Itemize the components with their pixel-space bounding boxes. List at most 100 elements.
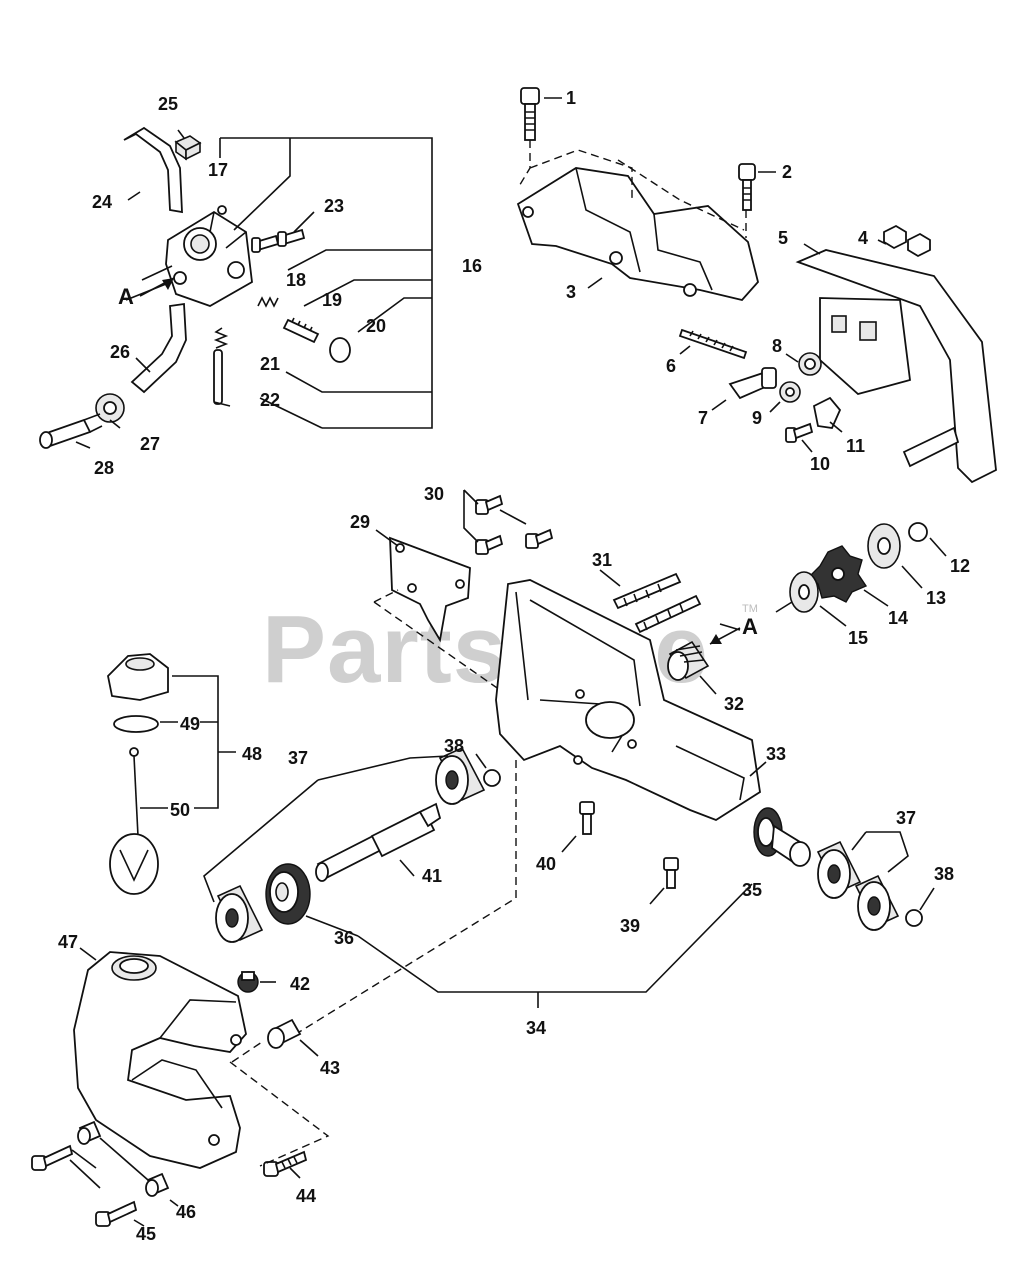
- clamp-and-guard-group: [516, 87, 997, 484]
- part-31-studs[interactable]: [612, 572, 702, 634]
- part-11-plate[interactable]: [812, 396, 842, 429]
- part-44-bolt[interactable]: [263, 1150, 308, 1177]
- part-37-bearing-right-a[interactable]: [816, 840, 862, 899]
- part-39-screw[interactable]: [663, 857, 679, 889]
- part-46-spacer-upper[interactable]: [77, 1120, 102, 1145]
- handle-group: [31, 951, 308, 1227]
- label-50: 50: [170, 800, 190, 820]
- part-19-adjust-screw[interactable]: [282, 317, 320, 344]
- part-45-bolt-lower[interactable]: [95, 1200, 138, 1227]
- label-30: 30: [424, 484, 444, 504]
- part-21-spring[interactable]: [213, 327, 229, 349]
- label-40: 40: [536, 854, 556, 874]
- part-18-spring[interactable]: [257, 296, 279, 308]
- part-number-labels: 1 2 3 4 5 6 7 8 9 10 11 12 13 14 15 16 1…: [58, 88, 970, 1244]
- label-39: 39: [620, 916, 640, 936]
- part-10-screw[interactable]: [785, 422, 814, 443]
- callout-a-right: A: [709, 614, 758, 645]
- part-33-gear-case[interactable]: [495, 579, 761, 822]
- part-35-gear-shaft[interactable]: [753, 807, 811, 867]
- label-20: 20: [366, 316, 386, 336]
- label-26: 26: [110, 342, 130, 362]
- label-34: 34: [526, 1018, 546, 1038]
- part-29-plate[interactable]: [389, 536, 471, 643]
- part-24-hose[interactable]: [123, 126, 183, 214]
- part-45-bolt-upper[interactable]: [31, 1144, 74, 1171]
- label-47: 47: [58, 932, 78, 952]
- watermark-trademark: TM: [742, 603, 758, 615]
- part-22-pin[interactable]: [213, 349, 231, 407]
- svg-text:A: A: [742, 614, 758, 639]
- part-26-oil-tube[interactable]: [130, 302, 187, 394]
- label-31: 31: [592, 550, 612, 570]
- part-38-snap-ring-left[interactable]: [483, 769, 501, 787]
- part-28-oil-filter[interactable]: [39, 413, 103, 449]
- label-44: 44: [296, 1186, 316, 1206]
- part-20-cap[interactable]: [329, 337, 351, 363]
- part-2-bolt[interactable]: [738, 163, 756, 211]
- label-7: 7: [698, 408, 708, 428]
- label-10: 10: [810, 454, 830, 474]
- oil-pump-leaders: [75, 129, 433, 449]
- part-5-guard[interactable]: [795, 249, 997, 484]
- part-40-screw[interactable]: [579, 801, 595, 835]
- label-5: 5: [778, 228, 788, 248]
- handle-leaders: [69, 947, 330, 1227]
- part-41-shaft[interactable]: [315, 802, 442, 882]
- label-11: 11: [846, 436, 865, 456]
- label-45: 45: [136, 1224, 156, 1244]
- part-49-o-ring[interactable]: [113, 715, 159, 733]
- part-25-block[interactable]: [174, 135, 202, 161]
- part-16-oil-pump[interactable]: [165, 210, 253, 307]
- label-48: 48: [242, 744, 262, 764]
- part-37-bearing-lower[interactable]: [215, 884, 264, 943]
- label-17: 17: [208, 160, 228, 180]
- part-14-sprocket[interactable]: [809, 545, 868, 603]
- label-27: 27: [140, 434, 160, 454]
- part-23-screws[interactable]: [251, 228, 306, 253]
- label-43: 43: [320, 1058, 340, 1078]
- label-9: 9: [752, 408, 762, 428]
- part-7-adjuster[interactable]: [728, 367, 777, 400]
- part-6-pin[interactable]: [678, 328, 748, 360]
- label-28: 28: [94, 458, 114, 478]
- label-6: 6: [666, 356, 676, 376]
- label-22: 22: [260, 390, 280, 410]
- label-23: 23: [324, 196, 344, 216]
- part-12-snap-ring[interactable]: [908, 522, 928, 542]
- part-38-snap-ring-right[interactable]: [905, 909, 923, 927]
- label-16: 16: [462, 256, 482, 276]
- label-8: 8: [772, 336, 782, 356]
- label-14: 14: [888, 608, 908, 628]
- part-43-collar[interactable]: [267, 1018, 302, 1049]
- part-50-strainer[interactable]: [109, 747, 159, 895]
- part-37-bearing-upper[interactable]: [435, 746, 486, 805]
- part-27-grommet[interactable]: [95, 393, 125, 423]
- part-32-bushing[interactable]: [667, 640, 710, 681]
- gear-case-group: [373, 489, 928, 822]
- part-30-screws[interactable]: [475, 494, 554, 555]
- label-46: 46: [176, 1202, 196, 1222]
- part-46-spacer-lower[interactable]: [145, 1172, 170, 1197]
- part-17-ring[interactable]: [217, 205, 227, 215]
- part-47-handle[interactable]: [73, 951, 247, 1169]
- label-24: 24: [92, 192, 112, 212]
- label-1: 1: [566, 88, 576, 108]
- part-4-nuts[interactable]: [883, 224, 931, 258]
- part-1-bolt[interactable]: [520, 87, 540, 141]
- part-42-plug[interactable]: [237, 971, 259, 993]
- part-3-shaft-housing[interactable]: [516, 167, 759, 302]
- oil-cap-group: [107, 653, 236, 895]
- part-48-oil-cap[interactable]: [107, 653, 169, 701]
- label-4: 4: [858, 228, 868, 248]
- part-9-gear[interactable]: [779, 381, 801, 403]
- part-8-nut[interactable]: [798, 352, 822, 376]
- label-35: 35: [742, 880, 762, 900]
- label-38-right: 38: [934, 864, 954, 884]
- part-15-washer[interactable]: [789, 571, 819, 613]
- label-38-left: 38: [444, 736, 464, 756]
- part-13-washer[interactable]: [867, 523, 901, 569]
- part-36-gear[interactable]: [265, 863, 311, 925]
- part-37-bearing-right-b[interactable]: [854, 874, 900, 931]
